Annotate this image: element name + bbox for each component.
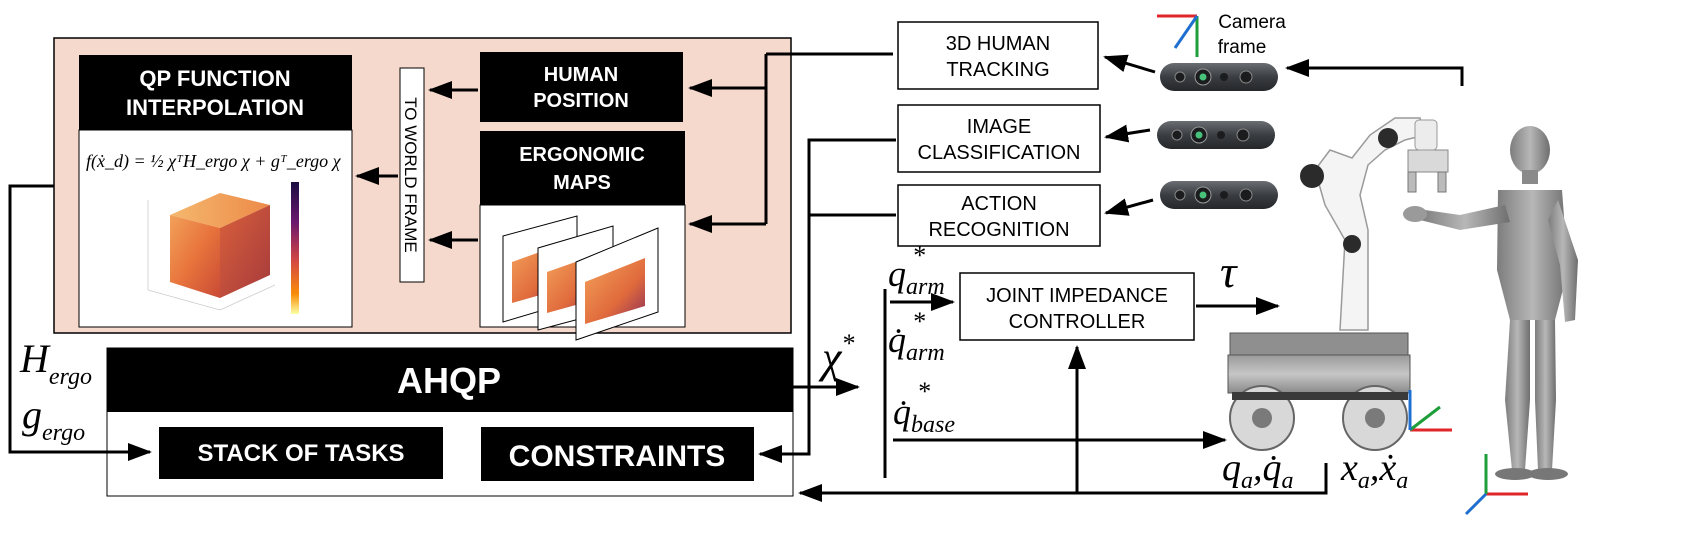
tau-symbol: τ xyxy=(1220,246,1238,297)
action-recognition-line2: RECOGNITION xyxy=(928,219,1069,241)
qp-interpolation-line1: QP FUNCTION xyxy=(139,66,290,91)
robot-illustration xyxy=(1227,117,1449,451)
tracking-line1: 3D HUMAN xyxy=(946,33,1050,55)
camera-top xyxy=(1160,63,1278,91)
to-world-frame-label: TO WORLD FRAME xyxy=(401,97,420,253)
h-ergo-symbol: Hergo xyxy=(19,336,92,390)
camera-bottom xyxy=(1160,181,1278,209)
camera-middle xyxy=(1157,121,1275,149)
ahqp-header xyxy=(107,348,793,412)
qp-formula: f(ẋ_d) = ½ χᵀH_ergo χ + gᵀ_ergo χ xyxy=(86,151,342,172)
qdot-base-star-symbol: q̇base xyxy=(893,392,955,438)
qdot-arm-star-symbol: q̇arm xyxy=(888,320,945,366)
tracking-line2: TRACKING xyxy=(946,59,1049,81)
human-mannequin xyxy=(1403,126,1578,480)
action-recognition-line1: ACTION xyxy=(961,193,1037,215)
g-ergo-symbol: gergo xyxy=(22,392,85,446)
stack-of-tasks-label: STACK OF TASKS xyxy=(197,440,404,467)
qp-interpolation-header xyxy=(79,55,352,130)
constraints-label: CONSTRAINTS xyxy=(509,440,726,473)
tracking-block xyxy=(897,21,1099,90)
ergonomic-maps-line2: MAPS xyxy=(553,172,611,194)
ergonomic-map-stack xyxy=(502,215,659,341)
image-classification-block xyxy=(897,104,1101,173)
ergonomic-maps-header xyxy=(480,131,685,205)
joint-impedance-line1: JOINT IMPEDANCE xyxy=(986,285,1168,307)
image-classification-line1: IMAGE xyxy=(967,116,1031,138)
joint-impedance-block xyxy=(959,272,1195,341)
world-frame-axes xyxy=(1464,454,1528,516)
joint-impedance-line2: CONTROLLER xyxy=(1009,311,1146,333)
q-arm-star-symbol: qarm xyxy=(888,254,945,300)
cube-plot xyxy=(147,182,299,314)
camera-frame-line2: frame xyxy=(1218,37,1267,58)
to-world-frame-box xyxy=(399,67,425,283)
qp-interpolation-line2: INTERPOLATION xyxy=(126,95,304,120)
base-frame-axes xyxy=(1408,390,1452,432)
human-position-line1: HUMAN xyxy=(544,64,618,86)
chi-star-symbol: χ* xyxy=(818,329,854,382)
q-arm-star-mark: * xyxy=(912,241,925,270)
stack-of-tasks-block xyxy=(159,427,443,479)
camera-frame-line1: Camera xyxy=(1218,12,1286,33)
human-position-block xyxy=(480,52,683,122)
constraints-block xyxy=(481,427,754,481)
x-a-symbol: xa,ẋa xyxy=(1340,447,1408,494)
action-recognition-block xyxy=(897,184,1101,247)
qp-colorbar xyxy=(291,182,299,314)
q-a-symbol: qa,q̇a xyxy=(1222,447,1294,494)
ergonomic-maps-line1: ERGONOMIC xyxy=(519,144,645,166)
image-classification-line2: CLASSIFICATION xyxy=(918,142,1081,164)
qdot-base-star-mark: * xyxy=(917,377,930,406)
camera-frame-axes xyxy=(1157,14,1199,57)
human-position-line2: POSITION xyxy=(533,90,629,112)
connectors xyxy=(8,52,1464,502)
qdot-arm-star-mark: * xyxy=(912,307,925,336)
ahqp-title: AHQP xyxy=(397,360,501,401)
